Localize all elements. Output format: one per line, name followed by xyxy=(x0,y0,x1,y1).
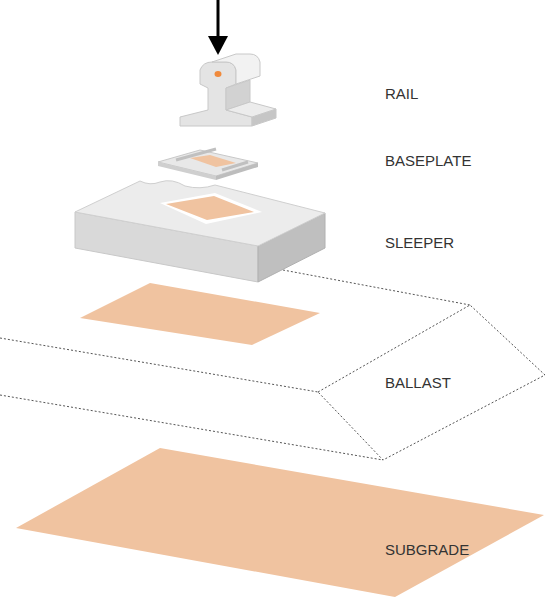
layer-label: SLEEPER xyxy=(385,234,454,252)
ballast-pressure-area xyxy=(80,283,320,345)
layer-label: BASEPLATE xyxy=(385,152,471,170)
layer-label: SUBGRADE xyxy=(385,541,469,559)
subgrade-layer xyxy=(16,448,544,597)
sleeper-block xyxy=(75,181,325,282)
layer-label: BALLAST xyxy=(385,374,451,392)
rail xyxy=(180,54,276,126)
load-arrow xyxy=(208,0,228,55)
baseplate xyxy=(158,149,258,180)
ballast-outline xyxy=(0,270,545,460)
layer-label: RAIL xyxy=(385,85,418,103)
